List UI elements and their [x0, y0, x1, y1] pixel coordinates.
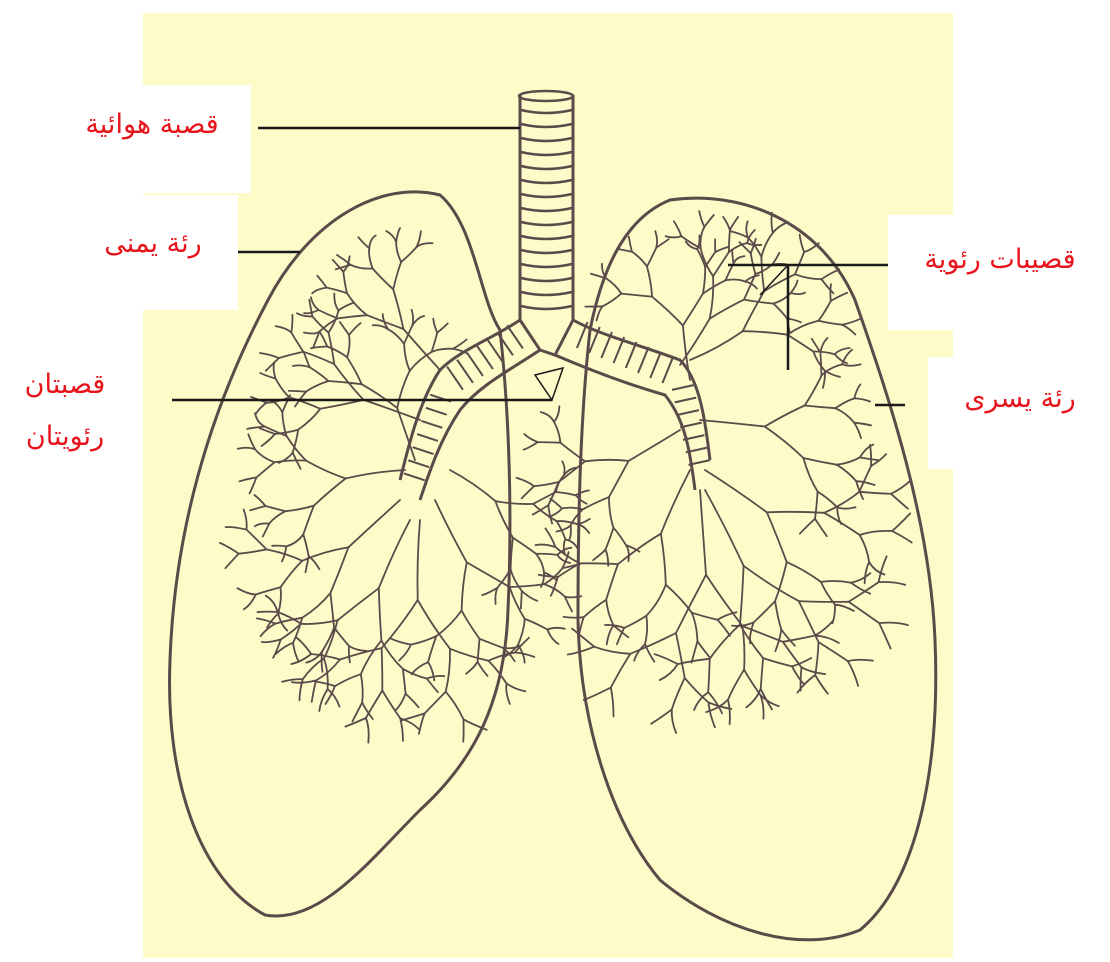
bronchiole-branch — [258, 612, 278, 613]
bronchiole-branch — [729, 230, 730, 252]
label-bronchioles: قصيبات رئوية — [893, 243, 1107, 277]
bronchiole-branch — [521, 591, 522, 609]
label-bronchi-line2: رئويتان — [0, 420, 130, 454]
bronchiole-branch — [538, 442, 561, 443]
bronchiole-branch — [820, 352, 821, 375]
label-trachea: قصبة هوائية — [62, 108, 242, 142]
bronchiole-branch — [272, 546, 286, 547]
bronchiole-branch — [767, 512, 824, 513]
bronchiole-branch — [580, 563, 618, 564]
bronchiole-branch — [799, 601, 849, 602]
label-right-lung: رئة يمنى — [88, 227, 218, 261]
bronchiole-branch — [801, 667, 802, 690]
bronchiole-branch — [564, 617, 584, 618]
bronchiole-branch — [382, 648, 383, 690]
label-bronchi-line1: قصبتان — [0, 368, 130, 402]
bronchiole-branch — [289, 391, 306, 392]
label-left-lung: رئة يسرى — [945, 382, 1095, 416]
bronchiole-branch — [830, 284, 831, 301]
